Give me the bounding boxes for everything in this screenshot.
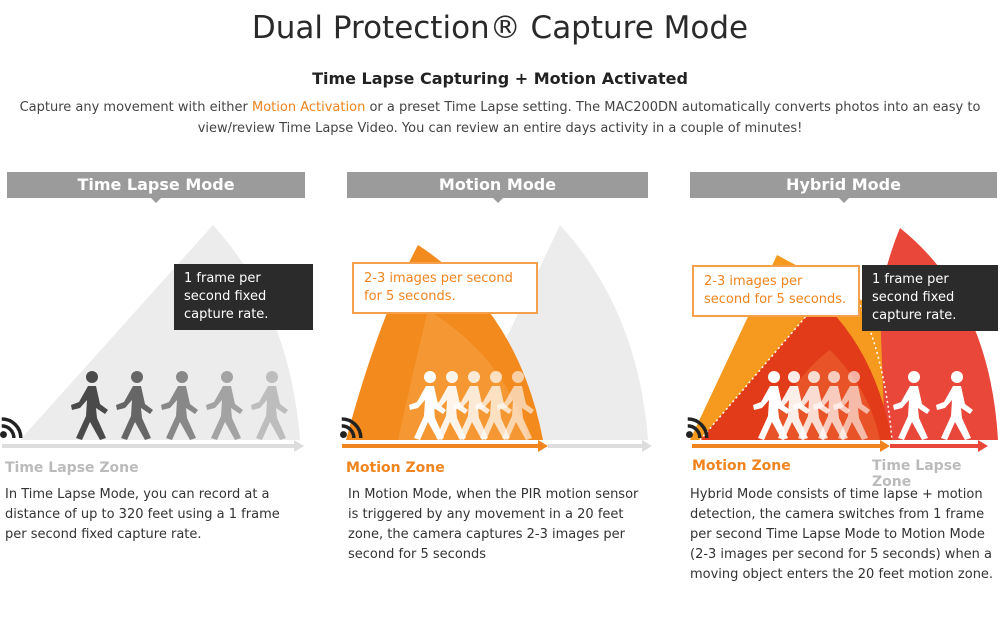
subtitle: Time Lapse Capturing + Motion Activated <box>312 69 688 88</box>
motion-activation-link: Motion Activation <box>252 100 366 115</box>
hybrid-time-lapse-callout: 1 frame per second fixed capture rate. <box>862 265 998 331</box>
intro-text: or a preset Time Lapse setting. The MAC2… <box>197 100 981 136</box>
motion-description: In Motion Mode, when the PIR motion sens… <box>348 487 639 562</box>
time-lapse-callout: 1 frame per second fixed capture rate. <box>174 264 313 330</box>
hybrid-motion-callout: 2-3 images per second for 5 seconds. <box>692 265 860 317</box>
hybrid-motion-zone-label: Motion Zone <box>692 458 791 474</box>
hybrid-time-lapse-zone-label: Time Lapse Zone <box>872 458 962 490</box>
intro-paragraph: Capture any movement with either Motion … <box>10 97 990 139</box>
time-lapse-diagram <box>0 225 304 452</box>
time-lapse-mode-header: Time Lapse Mode <box>7 172 305 203</box>
motion-mode-header: Motion Mode <box>347 172 648 203</box>
motion-zone-label: Motion Zone <box>346 460 445 476</box>
motion-callout: 2-3 images per second for 5 seconds. <box>352 262 538 314</box>
hybrid-diagram <box>686 228 998 452</box>
motion-diagram <box>340 225 652 452</box>
page-title: Dual Protection® Capture Mode <box>251 10 749 46</box>
hybrid-description: Hybrid Mode consists of time lapse + mot… <box>690 487 994 582</box>
sensor-icon <box>0 417 23 438</box>
intro-text: Capture any movement with either <box>19 100 253 115</box>
time-lapse-zone-label: Time Lapse Zone <box>5 460 139 476</box>
hybrid-mode-header: Hybrid Mode <box>690 172 997 203</box>
time-lapse-description: In Time Lapse Mode, you can record at a … <box>5 487 280 542</box>
